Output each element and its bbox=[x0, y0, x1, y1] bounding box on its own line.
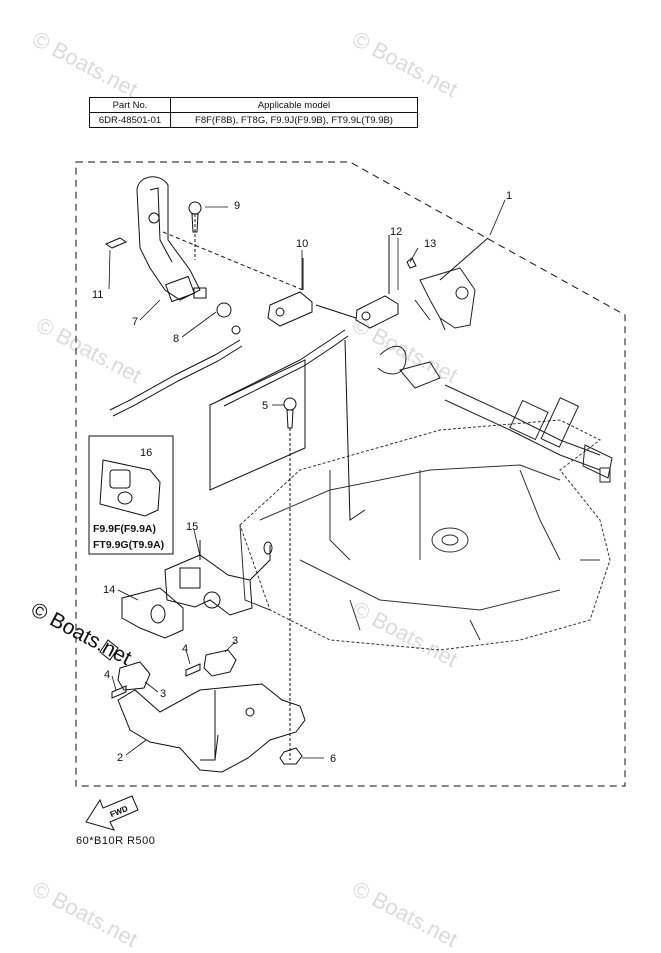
throttle-cables bbox=[109, 329, 349, 417]
callout-4: 4 bbox=[104, 669, 110, 681]
part-7-lever bbox=[136, 176, 207, 303]
part-4-pin bbox=[185, 663, 201, 677]
fwd-arrow-icon bbox=[85, 795, 139, 831]
part-6-nut bbox=[279, 747, 303, 765]
applicable-model-cell: F8F(F8B), FT8G, F9.9J(F9.9B), FT9.9L(T9.… bbox=[170, 112, 418, 128]
part-3-clip bbox=[203, 649, 237, 677]
part-13-pin bbox=[406, 257, 417, 269]
callout-2: 2 bbox=[117, 752, 123, 764]
callout-3: 3 bbox=[160, 688, 166, 700]
part-11-clip bbox=[104, 237, 128, 249]
part-number-cell: 6DR-48501-01 bbox=[89, 112, 171, 128]
part-14 bbox=[99, 587, 184, 661]
part-5-screw bbox=[283, 397, 297, 760]
callout-6: 6 bbox=[330, 753, 336, 765]
callout-4: 4 bbox=[182, 643, 188, 655]
callout-14: 14 bbox=[103, 584, 115, 596]
callout-13: 13 bbox=[424, 238, 436, 250]
callout-15: 15 bbox=[186, 521, 198, 533]
callout-1: 1 bbox=[506, 190, 512, 202]
callout-7: 7 bbox=[132, 316, 138, 328]
inset-box-part-16 bbox=[88, 435, 174, 555]
part-8-oring bbox=[216, 302, 232, 318]
part-12-joint bbox=[355, 235, 399, 329]
callout-8: 8 bbox=[173, 333, 179, 345]
callout-11: 11 bbox=[92, 289, 103, 301]
assembly-boundary bbox=[75, 161, 626, 787]
callout-12: 12 bbox=[390, 226, 402, 238]
callout-10: 10 bbox=[296, 238, 308, 250]
callout-3: 3 bbox=[232, 635, 238, 647]
part-3-clip bbox=[117, 661, 151, 691]
table-row: 6DR-48501-01 F8F(F8B), FT8G, F9.9J(F9.9B… bbox=[89, 112, 418, 128]
part-4-pin bbox=[111, 685, 127, 699]
callout-5: 5 bbox=[262, 400, 268, 412]
applicability-table: Part No. Applicable model 6DR-48501-01 F… bbox=[89, 97, 418, 128]
diagram-code: 60*B10R R500 bbox=[76, 835, 156, 847]
part-15 bbox=[164, 540, 273, 616]
inset-model-label: FT9.9G(T9.9A) bbox=[93, 539, 164, 551]
part-10-joint bbox=[267, 258, 313, 327]
inset-model-label: F9.9F(F9.9A) bbox=[93, 523, 156, 535]
part-9-screw bbox=[188, 201, 202, 260]
callout-16: 16 bbox=[140, 447, 152, 459]
tiller-shaft-assembly bbox=[377, 267, 613, 483]
part-2-bracket bbox=[117, 683, 306, 773]
bracket-body bbox=[239, 419, 611, 651]
part-16 bbox=[99, 459, 161, 517]
callout-9: 9 bbox=[234, 200, 240, 212]
